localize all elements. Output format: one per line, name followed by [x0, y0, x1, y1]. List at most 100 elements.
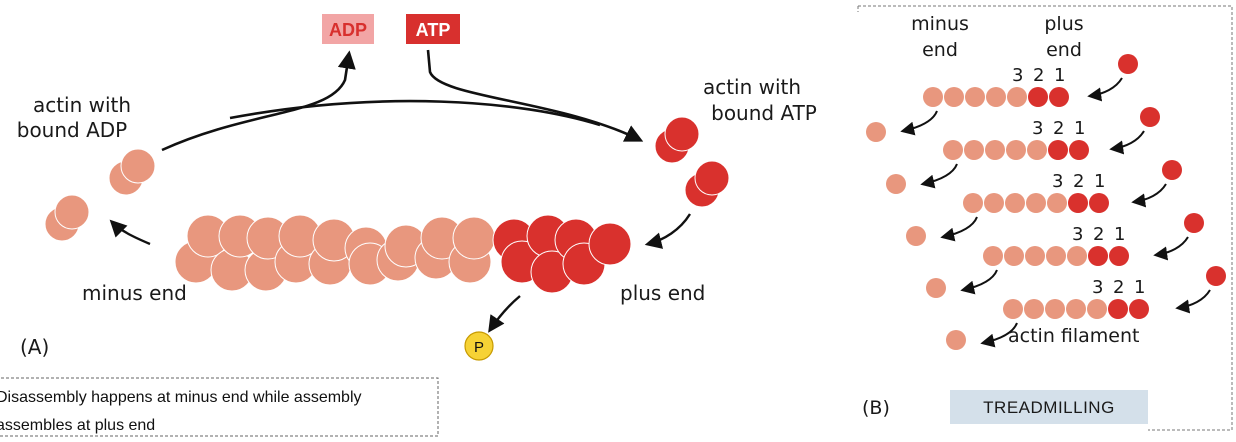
actin-filament-label: actin filament — [1008, 325, 1139, 347]
adp-subunit — [923, 87, 943, 107]
atp-subunit — [1069, 140, 1089, 160]
subunit-number: 3 — [1092, 277, 1103, 298]
subunit-number: 1 — [1074, 118, 1085, 139]
incoming-atp-actin — [1118, 54, 1138, 74]
atp-subunit — [1049, 87, 1069, 107]
released-adp-actin — [946, 330, 966, 350]
b-minus-label-line1: minus — [911, 13, 969, 35]
caption-line1: Disassembly happens at minus end while a… — [0, 389, 362, 406]
adp-subunit — [1004, 246, 1024, 266]
adp-subunit — [1027, 140, 1047, 160]
atp-subunit — [1109, 246, 1129, 266]
subunit-number: 3 — [1032, 118, 1043, 139]
actin-atp-label-line1: actin with — [703, 75, 801, 99]
subunit-number: 2 — [1093, 224, 1104, 245]
incoming-atp-actin — [1184, 213, 1204, 233]
panel-b-label: (B) — [862, 397, 890, 419]
subunit-number: 1 — [1114, 224, 1125, 245]
svg-text:TREADMILLING: TREADMILLING — [983, 398, 1115, 417]
adp-subunit — [1024, 299, 1044, 319]
subunit-number: 2 — [1053, 118, 1064, 139]
minus-end-release-arrow — [109, 219, 151, 246]
released-adp-actin — [926, 278, 946, 298]
svg-text:ADP: ADP — [329, 20, 367, 40]
svg-text:ATP: ATP — [416, 20, 451, 40]
released-adp-actin — [906, 226, 926, 246]
atp-subunit — [1108, 299, 1128, 319]
atp-subunit — [1088, 246, 1108, 266]
free-atp-actin — [654, 116, 730, 208]
release-arrow — [960, 269, 998, 295]
release-arrow — [920, 163, 958, 189]
adp-subunit — [965, 87, 985, 107]
adp-subunit — [1026, 193, 1046, 213]
adp-subunit — [964, 140, 984, 160]
adp-subunit — [963, 193, 983, 213]
addition-arrow — [1153, 236, 1189, 261]
b-plus-label-line2: end — [1046, 39, 1082, 61]
addition-arrow — [1087, 77, 1123, 102]
free-adp-actin — [44, 148, 156, 242]
actin-atp-label-line2: bound ATP — [711, 101, 817, 125]
exchange-curve — [229, 99, 601, 127]
minus-end-label: minus end — [82, 281, 187, 305]
subunit-number: 2 — [1073, 171, 1084, 192]
incoming-atp-actin — [1162, 160, 1182, 180]
adp-subunit — [1066, 299, 1086, 319]
phosphate-icon: P — [464, 331, 494, 361]
adp-subunit — [983, 246, 1003, 266]
addition-arrow — [1175, 289, 1211, 314]
adp-subunit — [1003, 299, 1023, 319]
atp-badge: ATP — [406, 14, 460, 44]
adp-subunit — [1025, 246, 1045, 266]
subunit-number: 1 — [1054, 65, 1065, 86]
actin-adp-label-line1: actin with — [33, 93, 131, 117]
subunit-number: 2 — [1033, 65, 1044, 86]
adp-subunit — [985, 140, 1005, 160]
adp-subunit — [944, 87, 964, 107]
adp-subunit — [1006, 140, 1026, 160]
adp-subunit — [1045, 299, 1065, 319]
subunit-number: 3 — [1072, 224, 1083, 245]
plus-end-label: plus end — [620, 281, 705, 305]
atp-subunit — [1068, 193, 1088, 213]
adp-subunit — [1087, 299, 1107, 319]
subunit-number: 3 — [1052, 171, 1063, 192]
released-adp-actin — [866, 122, 886, 142]
release-arrow — [900, 110, 938, 136]
released-adp-actin — [886, 174, 906, 194]
actin-filament — [174, 214, 632, 294]
actin-adp-label-line2: bound ADP — [17, 118, 127, 142]
panel-a-label: (A) — [20, 335, 49, 359]
adp-subunit — [943, 140, 963, 160]
adp-badge: ADP — [322, 14, 374, 44]
incoming-atp-actin — [1140, 107, 1160, 127]
phosphate-release-arrow — [488, 295, 521, 333]
adp-release-arrow — [161, 50, 356, 152]
adp-subunit — [1007, 87, 1027, 107]
atp-subunit — [1089, 193, 1109, 213]
release-arrow — [940, 216, 978, 242]
release-arrow — [980, 322, 1018, 348]
addition-arrow — [1131, 183, 1167, 208]
caption-line2: assembles at plus end — [0, 417, 155, 434]
atp-subunit — [1129, 299, 1149, 319]
subunit-number: 3 — [1012, 65, 1023, 86]
adp-subunit — [984, 193, 1004, 213]
atp-uptake-arrow — [426, 49, 644, 142]
adp-subunit — [1005, 193, 1025, 213]
treadmilling-title: TREADMILLING — [950, 390, 1148, 424]
adp-subunit — [986, 87, 1006, 107]
atp-subunit — [1048, 140, 1068, 160]
adp-subunit — [1047, 193, 1067, 213]
subunit-number: 2 — [1113, 277, 1124, 298]
subunit-number: 1 — [1134, 277, 1145, 298]
caption-box — [0, 377, 439, 437]
b-plus-label-line1: plus — [1044, 13, 1083, 35]
panel-b-frame — [858, 5, 1233, 431]
svg-text:P: P — [474, 339, 484, 356]
subunit-number: 1 — [1094, 171, 1105, 192]
